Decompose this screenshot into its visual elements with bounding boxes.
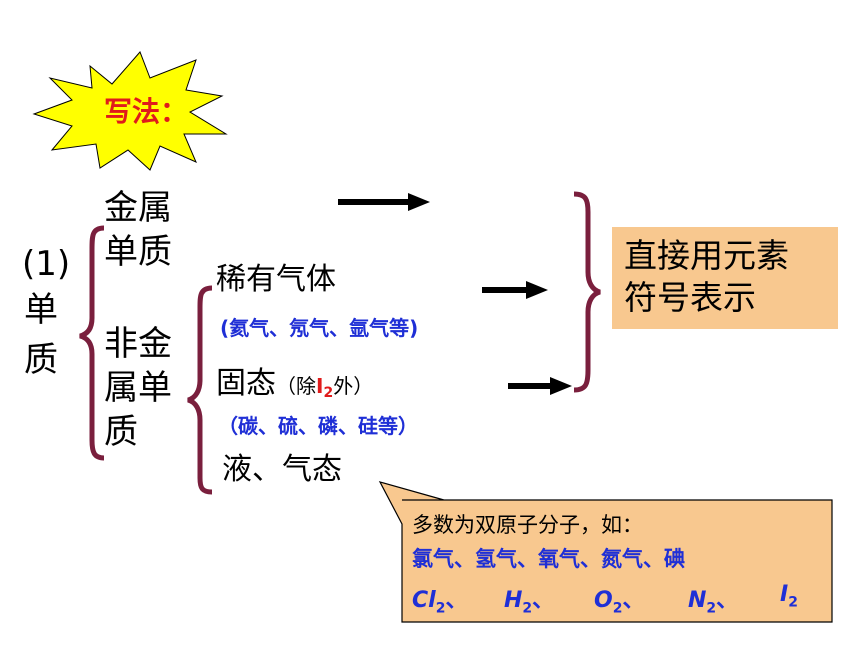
- formula-o2: O2、: [594, 588, 645, 617]
- starburst-shape: [32, 51, 228, 171]
- metal-line-1: 金属: [104, 188, 172, 228]
- left-brace-nonmetal: [187, 285, 213, 495]
- result-line-2: 符号表示: [624, 278, 756, 317]
- callout-box: [378, 481, 833, 623]
- solid-note-sub: 2: [323, 385, 334, 402]
- solid-note-open: （除: [276, 374, 316, 398]
- nonmetal-line-3: 质: [104, 412, 138, 452]
- formula-h2: H2、: [504, 588, 555, 617]
- starburst-label: 写法：: [104, 95, 189, 128]
- solid-title: 固态: [216, 366, 276, 401]
- solid-row: 固态（除I2外）: [216, 366, 373, 402]
- category-char-1: 单: [24, 290, 58, 330]
- solid-note-close: 外）: [333, 374, 374, 398]
- noble-gas-examples: (氦气、氖气、氩气等): [220, 316, 419, 340]
- nonmetal-line-2: 属单: [104, 368, 172, 408]
- callout-line-1: 多数为双原子分子，如：: [412, 513, 643, 537]
- arrow-metal: [338, 193, 430, 211]
- arrow-noble-gas: [482, 281, 548, 299]
- solid-note-symbol: I: [316, 374, 324, 398]
- left-brace-main: [79, 225, 105, 461]
- liquid-gas-title: 液、气态: [222, 452, 342, 487]
- callout-line-2: 氯气、氢气、氧气、氮气、碘: [412, 547, 685, 571]
- category-char-2: 质: [24, 340, 58, 380]
- arrow-solid: [508, 377, 572, 395]
- result-line-1: 直接用元素: [624, 236, 789, 275]
- right-brace: [573, 191, 601, 393]
- result-box: 直接用元素 符号表示: [612, 227, 838, 329]
- metal-line-2: 单质: [104, 232, 172, 272]
- category-number: (1): [22, 244, 71, 284]
- nonmetal-line-1: 非金: [104, 324, 172, 364]
- formula-i2: I2: [780, 582, 798, 611]
- formula-cl2: Cl2、: [412, 588, 468, 617]
- formula-n2: N2、: [688, 588, 739, 617]
- solid-examples: （碳、硫、磷、硅等）: [218, 414, 418, 438]
- noble-gas-title: 稀有气体: [216, 262, 336, 297]
